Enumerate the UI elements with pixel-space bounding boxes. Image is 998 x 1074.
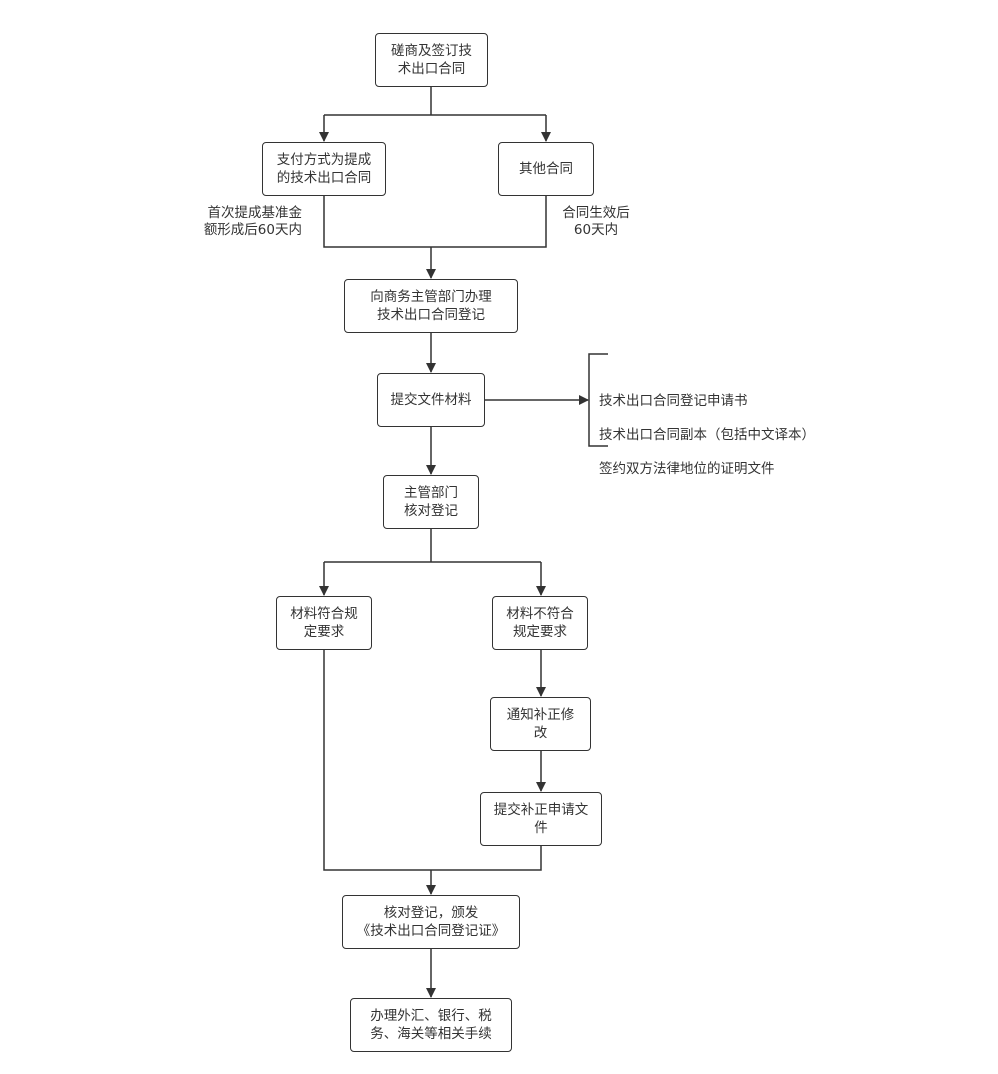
bracket — [588, 353, 608, 447]
node-meets: 材料符合规 定要求 — [276, 596, 372, 650]
node-notify: 通知补正修 改 — [490, 697, 591, 751]
node-final: 办理外汇、银行、税 务、海关等相关手续 — [350, 998, 512, 1052]
node-submit: 提交文件材料 — [377, 373, 485, 427]
node-commission-contract: 支付方式为提成 的技术出口合同 — [262, 142, 386, 196]
node-other-contract: 其他合同 — [498, 142, 594, 196]
document-item: 签约双方法律地位的证明文件 — [599, 461, 775, 477]
document-item: 技术出口合同登记申请书 — [599, 393, 748, 409]
node-verify: 主管部门 核对登记 — [383, 475, 479, 529]
document-item: 技术出口合同副本（包括中文译本） — [599, 427, 815, 443]
documents-list: 技术出口合同登记申请书 技术出口合同副本（包括中文译本） 签约双方法律地位的证明… — [599, 376, 815, 495]
connector — [323, 650, 542, 871]
label-commission-deadline: 首次提成基准金 额形成后60天内 — [203, 205, 302, 238]
node-resubmit: 提交补正申请文 件 — [480, 792, 602, 846]
node-not-meets: 材料不符合 规定要求 — [492, 596, 588, 650]
node-register: 向商务主管部门办理 技术出口合同登记 — [344, 279, 518, 333]
node-issue: 核对登记，颁发 《技术出口合同登记证》 — [342, 895, 520, 949]
node-start: 磋商及签订技 术出口合同 — [375, 33, 488, 87]
connector — [324, 529, 541, 563]
connector — [323, 196, 547, 248]
label-other-deadline: 合同生效后 60天内 — [562, 205, 630, 238]
